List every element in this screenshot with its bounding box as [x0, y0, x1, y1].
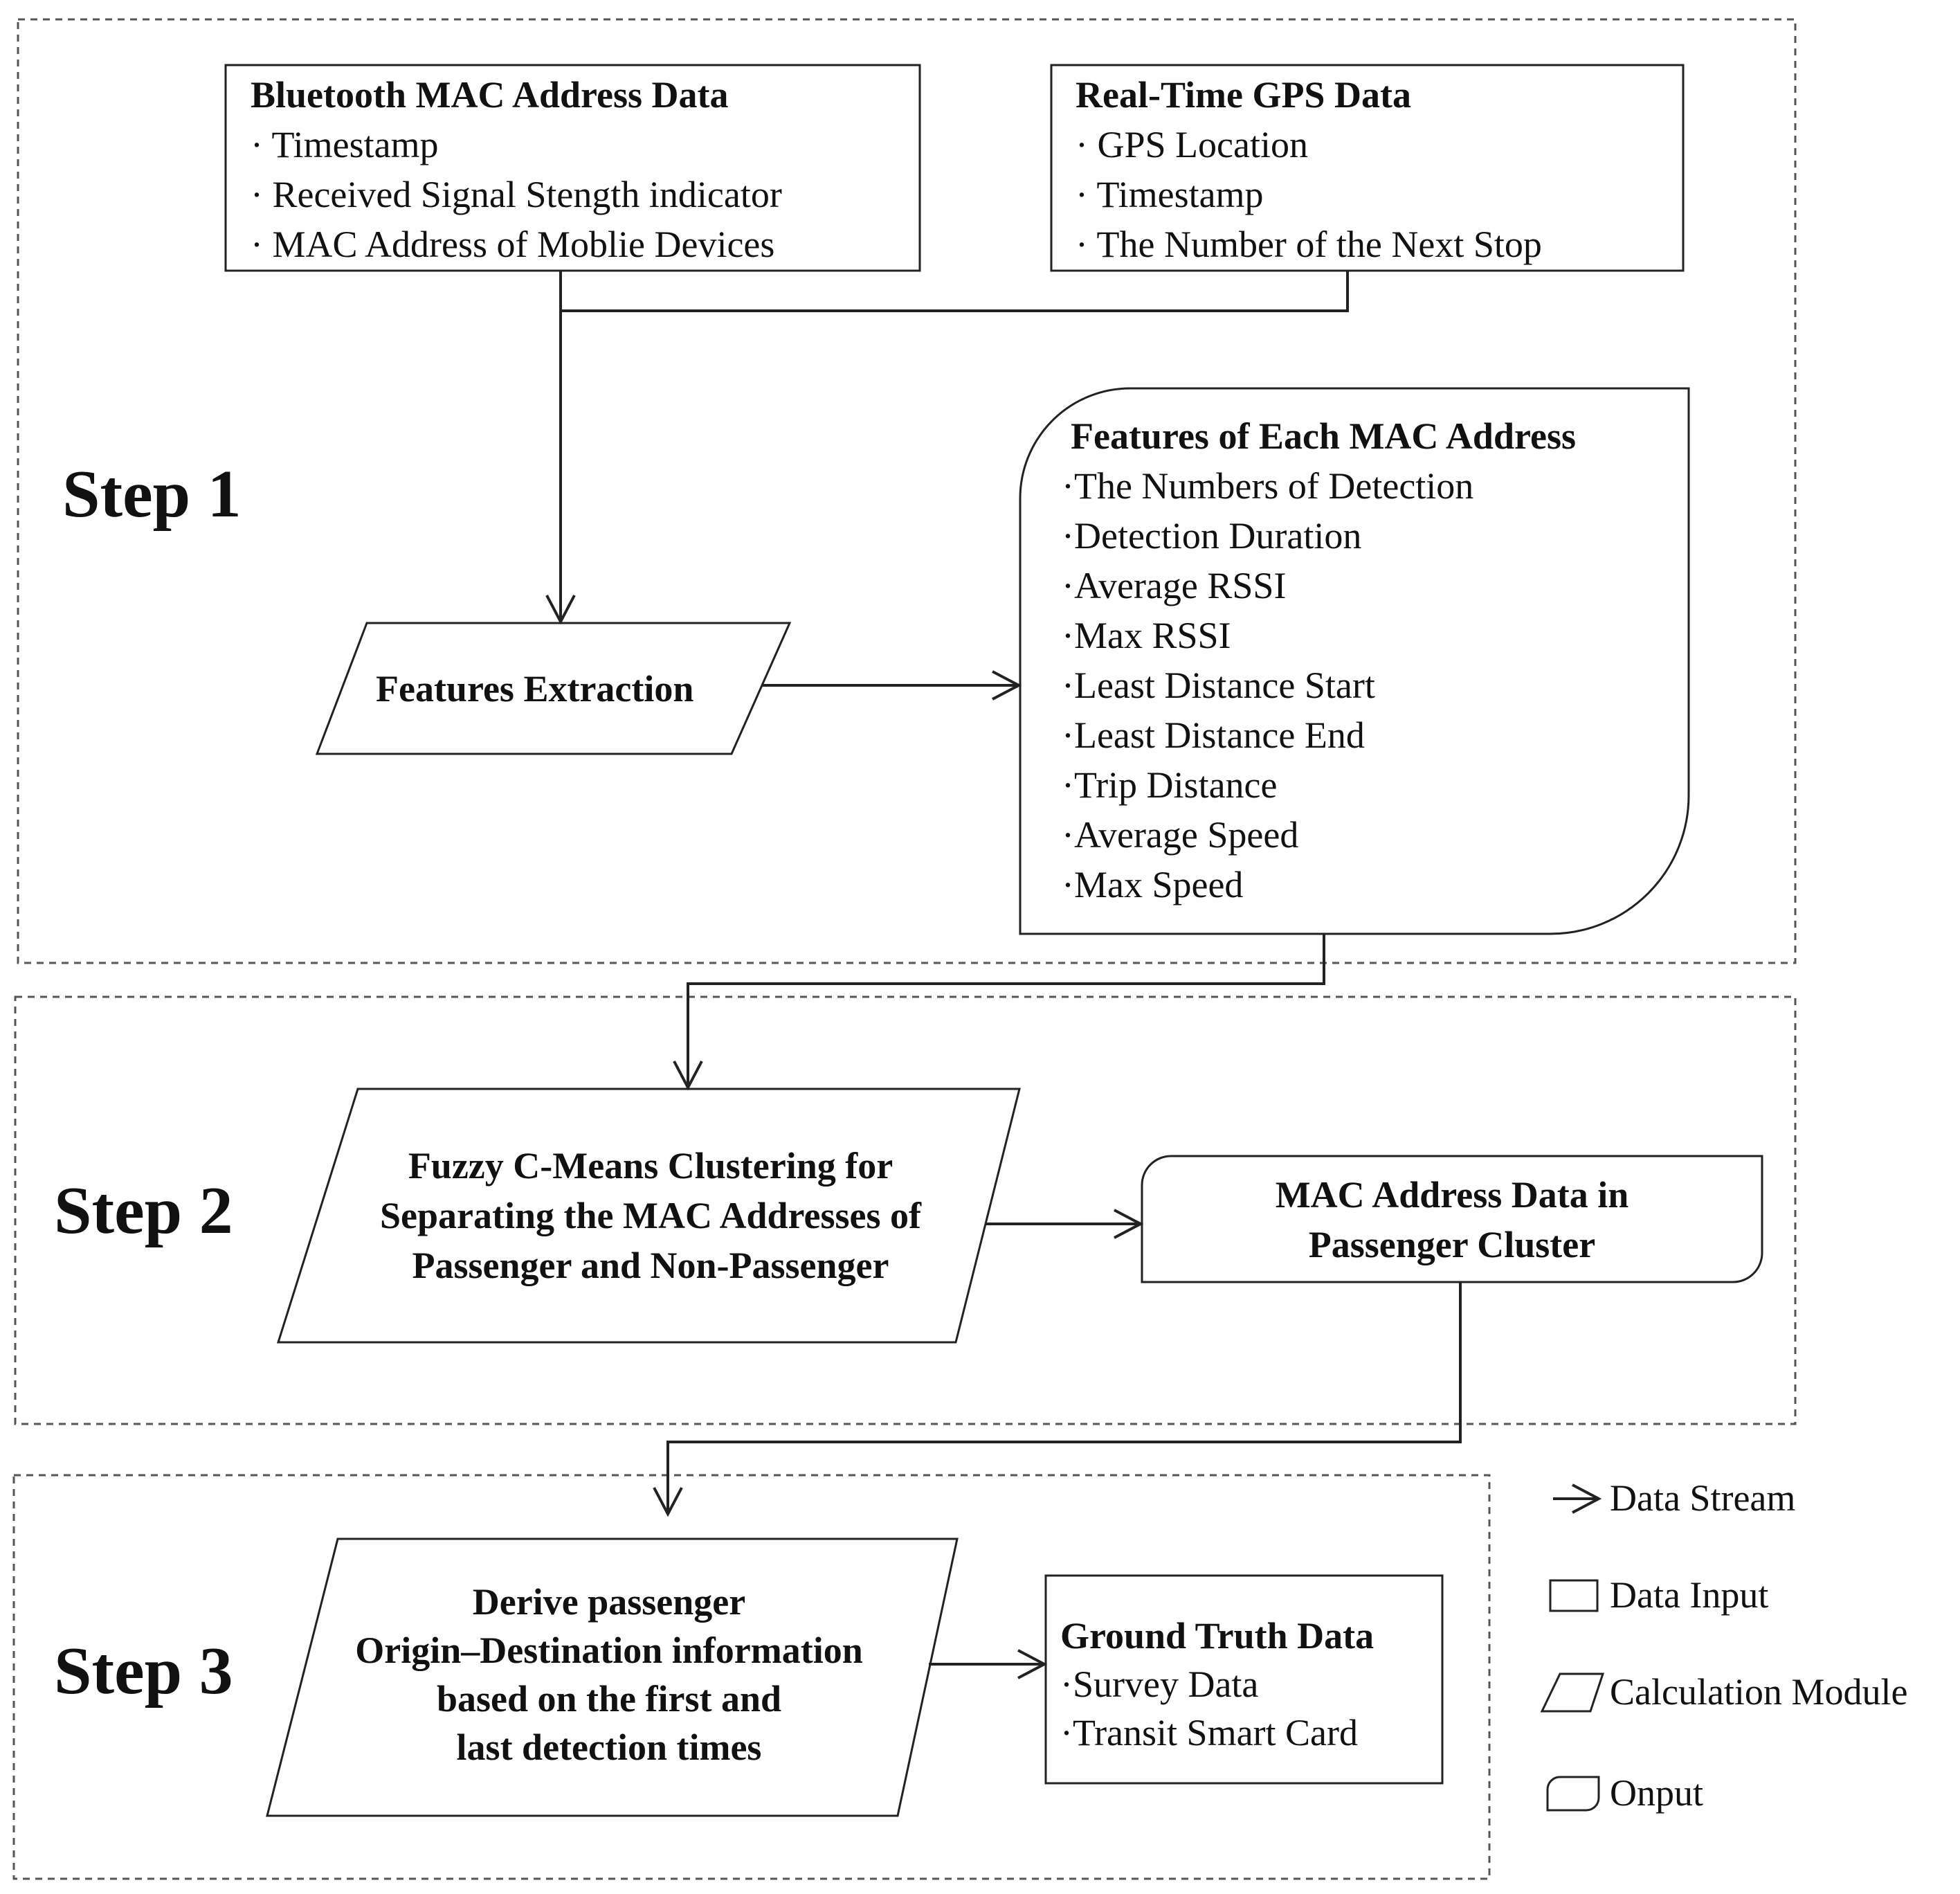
- step1-label: Step 1: [62, 457, 242, 532]
- gps-item-location: · GPS Location: [1076, 124, 1308, 165]
- legend-output-label: Onput: [1610, 1772, 1703, 1814]
- od-module-line: based on the first and: [436, 1678, 782, 1720]
- arrow-features-to-fuzzy: [688, 934, 1325, 1088]
- bluetooth-item-timestamp: · Timestamp: [251, 124, 439, 165]
- fuzzy-clustering-module: [276, 1088, 1021, 1344]
- feature-item: ·Max Speed: [1062, 864, 1244, 905]
- legend-data-input-label: Data Input: [1610, 1574, 1769, 1616]
- legend-calculation-module-icon: [1540, 1672, 1605, 1713]
- ground-truth-box: [1044, 1574, 1444, 1785]
- ground-truth-item-survey: ·Survey Data: [1060, 1663, 1259, 1705]
- legend-data-input-icon: [1549, 1579, 1599, 1612]
- features-extraction-module: [315, 622, 792, 755]
- passenger-cluster-line: Passenger Cluster: [1308, 1224, 1596, 1265]
- feature-item: ·Least Distance End: [1062, 714, 1365, 756]
- feature-item: ·Average Speed: [1062, 814, 1299, 856]
- step2-label: Step 2: [54, 1173, 233, 1248]
- bluetooth-item-rssi: · Received Signal Stength indicator: [251, 174, 782, 215]
- od-module-text: Derive passenger Origin–Destination info…: [298, 1578, 920, 1771]
- features-extraction-label: Features Extraction: [376, 668, 694, 710]
- legend-data-stream-label: Data Stream: [1610, 1477, 1796, 1519]
- passenger-cluster-output-box: [1141, 1155, 1763, 1283]
- feature-item: ·Detection Duration: [1062, 515, 1362, 557]
- gps-to-merge-line: [561, 271, 1349, 312]
- od-module-line: Origin–Destination information: [355, 1630, 863, 1671]
- legend-calculation-module-label: Calculation Module: [1610, 1671, 1908, 1713]
- arrow-cluster-to-od: [668, 1282, 1462, 1514]
- gps-data-box: [1050, 64, 1685, 272]
- ground-truth-title: Ground Truth Data: [1060, 1615, 1374, 1657]
- bluetooth-box-title: Bluetooth MAC Address Data: [251, 74, 729, 116]
- ground-truth-item-smart-card: ·Transit Smart Card: [1060, 1712, 1358, 1753]
- fuzzy-module-text: Fuzzy C-Means Clustering for Separating …: [305, 1141, 997, 1290]
- feature-item: ·Least Distance Start: [1062, 665, 1375, 706]
- legend-output-icon: [1546, 1776, 1600, 1812]
- step3-label: Step 3: [54, 1634, 233, 1708]
- gps-item-timestamp: · Timestamp: [1076, 174, 1264, 215]
- bluetooth-data-box: [224, 64, 921, 272]
- passenger-cluster-text: MAC Address Data in Passenger Cluster: [1142, 1170, 1762, 1270]
- features-box-title: Features of Each MAC Address: [1071, 415, 1576, 457]
- feature-item: ·Trip Distance: [1062, 764, 1278, 806]
- feature-item: ·The Numbers of Detection: [1062, 465, 1474, 507]
- gps-box-title: Real-Time GPS Data: [1076, 74, 1411, 116]
- passenger-cluster-line: MAC Address Data in: [1275, 1174, 1629, 1216]
- fuzzy-module-line: Fuzzy C-Means Clustering for: [408, 1145, 893, 1187]
- feature-item: ·Average RSSI: [1062, 565, 1287, 606]
- features-output-box: [1019, 387, 1690, 935]
- feature-item: ·Max RSSI: [1062, 615, 1231, 656]
- step2-panel: [14, 995, 1797, 1425]
- bluetooth-item-mac: · MAC Address of Moblie Devices: [251, 224, 775, 265]
- fuzzy-module-line: Passenger and Non-Passenger: [412, 1245, 889, 1286]
- step3-panel: [12, 1474, 1491, 1880]
- gps-item-next-stop: · The Number of the Next Stop: [1076, 224, 1542, 265]
- fuzzy-module-line: Separating the MAC Addresses of: [380, 1195, 921, 1236]
- od-module-line: last detection times: [456, 1726, 762, 1768]
- od-module-line: Derive passenger: [472, 1581, 746, 1623]
- od-derivation-module: [266, 1537, 959, 1817]
- step1-panel: [17, 18, 1797, 964]
